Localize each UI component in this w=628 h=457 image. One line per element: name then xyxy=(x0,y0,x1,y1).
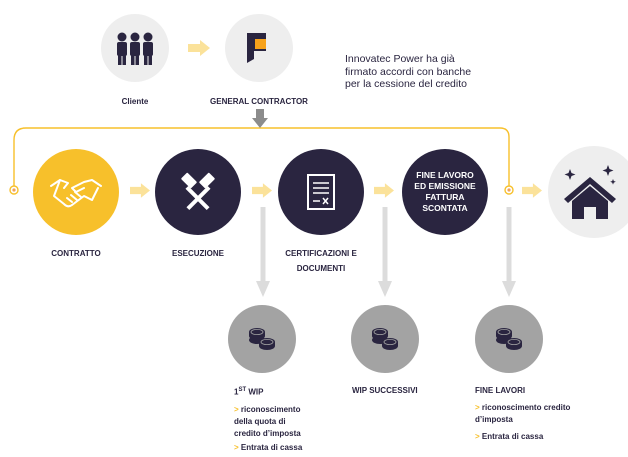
hammers-icon xyxy=(181,172,215,211)
contract-circle xyxy=(33,149,119,235)
bullet-marker: > xyxy=(234,442,239,452)
execution-circle xyxy=(155,149,241,235)
arrow-down-icon xyxy=(502,207,516,297)
fine-lavori-bullet-2: Entrata di cassa xyxy=(481,432,544,441)
final-invoice-line2: ED EMISSIONE xyxy=(414,181,476,191)
fine-lavori-title: FINE LAVORI xyxy=(475,386,526,395)
bank-agreement-note: Innovatec Power ha già firmato accordi c… xyxy=(345,53,472,90)
payment-circle-wip-successivi xyxy=(351,305,419,373)
contractor-logo-icon xyxy=(247,33,266,63)
contractor-circle xyxy=(225,14,293,82)
fine-lavori-bullet-1-line2: d’imposta xyxy=(475,415,513,424)
house-circle xyxy=(548,146,628,238)
step-label-certificazioni: CERTIFICAZIONI E DOCUMENTI xyxy=(268,248,374,274)
client-label: Cliente xyxy=(121,97,149,106)
coins-icon xyxy=(496,328,522,350)
arrow-down-icon xyxy=(252,109,268,128)
first-wip-title-suffix: WIP xyxy=(246,387,264,397)
bullet-marker: > xyxy=(475,403,480,412)
wip-successivi-title: WIP SUCCESSIVI xyxy=(352,386,418,395)
handshake-icon xyxy=(50,179,102,208)
first-wip-block: 1ST WIP > riconoscimento della quota di … xyxy=(234,385,344,453)
document-icon xyxy=(307,174,335,210)
fine-lavori-block: FINE LAVORI > riconoscimento credito d’i… xyxy=(475,385,605,442)
step-label-certificazioni-line2: DOCUMENTI xyxy=(296,264,346,273)
final-invoice-line4: SCONTATA xyxy=(422,203,468,213)
house-icon xyxy=(564,165,616,219)
first-wip-title-prefix: 1 xyxy=(234,387,239,397)
payment-circle-first-wip xyxy=(228,305,296,373)
coins-icon xyxy=(372,328,398,350)
first-wip-bullet-1-line2: della quota di xyxy=(234,416,286,426)
arrow-down-icon xyxy=(378,207,392,297)
arrow-down-icon xyxy=(256,207,270,297)
fine-lavori-bullet-1-line1: riconoscimento credito xyxy=(481,403,571,412)
contractor-label: GENERAL CONTRACTOR xyxy=(210,97,308,106)
arrow-right-icon xyxy=(252,183,272,198)
bullet-marker: > xyxy=(234,404,239,414)
final-invoice-line1: FINE LAVORO xyxy=(416,170,474,180)
certification-circle xyxy=(278,149,364,235)
arrow-right-icon xyxy=(130,183,150,198)
step-label-esecuzione: ESECUZIONE xyxy=(171,249,224,258)
first-wip-bullet-1-line1: riconoscimento xyxy=(240,404,301,414)
bullet-marker: > xyxy=(475,432,480,441)
payment-circle-fine-lavori xyxy=(475,305,543,373)
team-icon xyxy=(117,32,153,65)
client-circle xyxy=(101,14,169,82)
coins-icon xyxy=(249,328,275,350)
first-wip-title: 1ST WIP xyxy=(234,385,344,398)
arrow-right-icon xyxy=(522,183,542,198)
arrow-right-icon xyxy=(374,183,394,198)
step-label-certificazioni-line1: CERTIFICAZIONI E xyxy=(285,249,357,258)
first-wip-bullet-2: Entrata di cassa xyxy=(240,442,303,452)
first-wip-title-sup: ST xyxy=(238,387,247,393)
final-invoice-circle: FINE LAVORO ED EMISSIONE FATTURA SCONTAT… xyxy=(402,149,488,235)
step-label-contratto: CONTRATTO xyxy=(51,249,101,258)
final-invoice-line3: FATTURA xyxy=(425,192,465,202)
arrow-right-icon xyxy=(188,40,210,56)
first-wip-bullet-1-line3: credito d’imposta xyxy=(234,428,301,438)
